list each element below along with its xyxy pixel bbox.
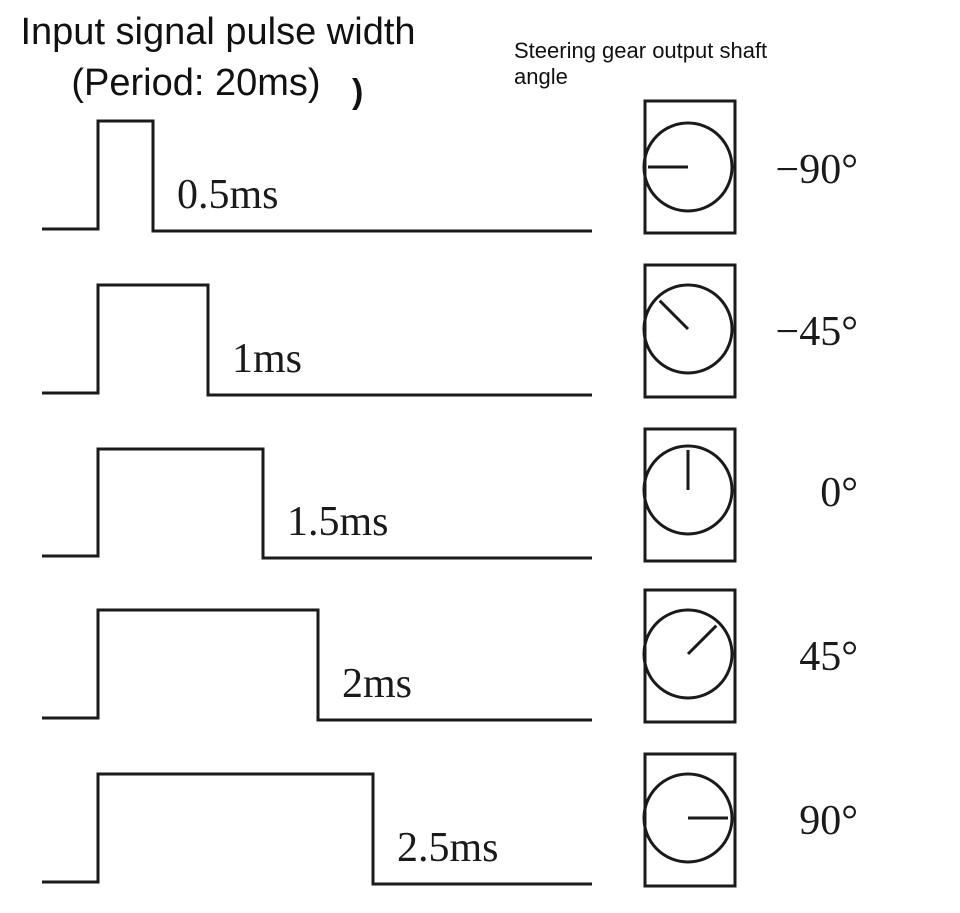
pulse-waveform	[42, 608, 592, 722]
pulse-width-label: 1.5ms	[287, 499, 389, 545]
right-title-line2: angle	[514, 64, 568, 89]
servo-dial-frame	[643, 427, 737, 563]
output-angle-label: −45°	[776, 309, 858, 355]
servo-shaft-needle	[658, 299, 690, 331]
output-angle-label: 0°	[820, 470, 858, 516]
left-title-line1: Input signal pulse width	[20, 11, 415, 53]
pulse-width-label: 2ms	[342, 661, 412, 707]
pulse-waveform	[42, 283, 592, 397]
servo-dial-circle	[642, 444, 734, 536]
output-angle-label: −90°	[776, 147, 858, 193]
right-title-line1: Steering gear output shaft	[514, 38, 767, 63]
pulse-waveform	[42, 119, 592, 233]
output-angle-label: 90°	[799, 798, 858, 844]
signal-rows: 0.5ms −90° 1ms −45° 1.5ms 0° 2ms 45° 2.5ms 90°	[42, 99, 858, 888]
pulse-waveform	[42, 772, 592, 886]
pulse-width-label: 1ms	[232, 336, 302, 382]
servo-dial-circle	[642, 283, 734, 375]
servo-dial-circle	[642, 608, 734, 700]
pulse-width-label: 2.5ms	[397, 825, 499, 871]
servo-shaft-needle	[686, 624, 718, 656]
left-title-mark: )	[352, 73, 363, 111]
pulse-width-label: 0.5ms	[177, 172, 279, 218]
servo-dial-circle	[642, 772, 734, 864]
pulse-waveform	[42, 447, 592, 560]
left-title-line2: (Period: 20ms)	[71, 62, 320, 104]
servo-dial-circle	[642, 121, 734, 213]
output-angle-label: 45°	[799, 634, 858, 680]
